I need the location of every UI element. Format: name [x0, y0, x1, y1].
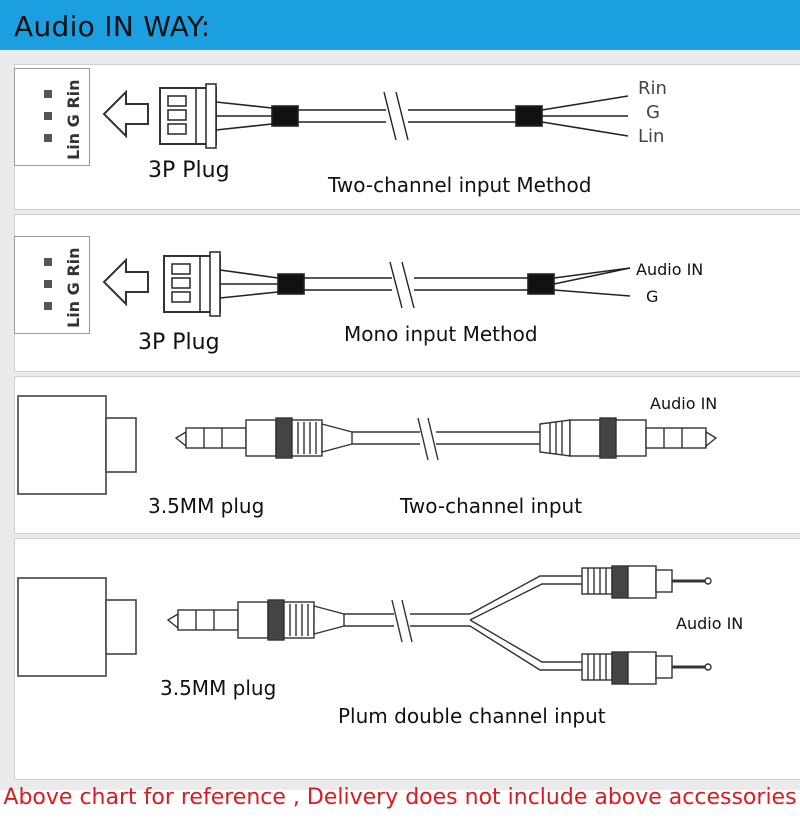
- stereo-plug-right-icon: [539, 417, 718, 459]
- disclaimer-note: Above chart for reference , Delivery doe…: [3, 785, 797, 810]
- audio-in-label: Audio IN: [676, 614, 744, 633]
- socket-pin: [44, 134, 52, 142]
- socket-pin: [44, 302, 52, 310]
- left-arrow-icon: [102, 89, 149, 139]
- wire-label-audio-in: Audio IN: [636, 260, 704, 279]
- stereo-plug-left-icon: [174, 417, 353, 459]
- method-label: Mono input Method: [344, 322, 538, 346]
- wire-label-g: G: [646, 102, 660, 123]
- socket-pin: [44, 112, 52, 120]
- panel-two-channel-35mm: [14, 376, 800, 534]
- plug-label: 3P Plug: [148, 158, 230, 183]
- audio-jack-device-icon: [17, 577, 137, 677]
- plug-label: 3.5MM plug: [160, 676, 277, 700]
- rca-plug-bottom-icon: [581, 651, 712, 685]
- method-label: Two-channel input: [400, 494, 583, 518]
- cable: [219, 261, 631, 309]
- socket-pin: [44, 280, 52, 288]
- method-label: Plum double channel input: [338, 704, 606, 728]
- plug-label: 3.5MM plug: [148, 494, 265, 518]
- header-bar: Audio IN WAY:: [0, 0, 800, 50]
- audio-jack-device-icon: [17, 395, 137, 495]
- wire-label-g: G: [646, 287, 659, 306]
- left-arrow-icon: [102, 257, 149, 307]
- plug-label: 3P Plug: [138, 330, 220, 355]
- panel-two-channel-3p: [14, 64, 800, 210]
- method-label: Two-channel input Method: [328, 173, 592, 197]
- three-pin-socket: [14, 236, 90, 334]
- wire-label-rin: Rin: [638, 78, 667, 99]
- stereo-plug-icon: [166, 599, 345, 641]
- wire-label-lin: Lin: [638, 126, 665, 147]
- rca-plug-top-icon: [581, 565, 712, 599]
- socket-pin: [44, 90, 52, 98]
- cable: [352, 417, 540, 461]
- cable: [344, 575, 582, 671]
- three-pin-socket: [14, 68, 90, 166]
- cable: [215, 91, 629, 141]
- three-pin-plug-icon: [159, 83, 217, 149]
- audio-in-label: Audio IN: [650, 394, 718, 413]
- socket-pin: [44, 258, 52, 266]
- page-title: Audio IN WAY:: [14, 10, 211, 43]
